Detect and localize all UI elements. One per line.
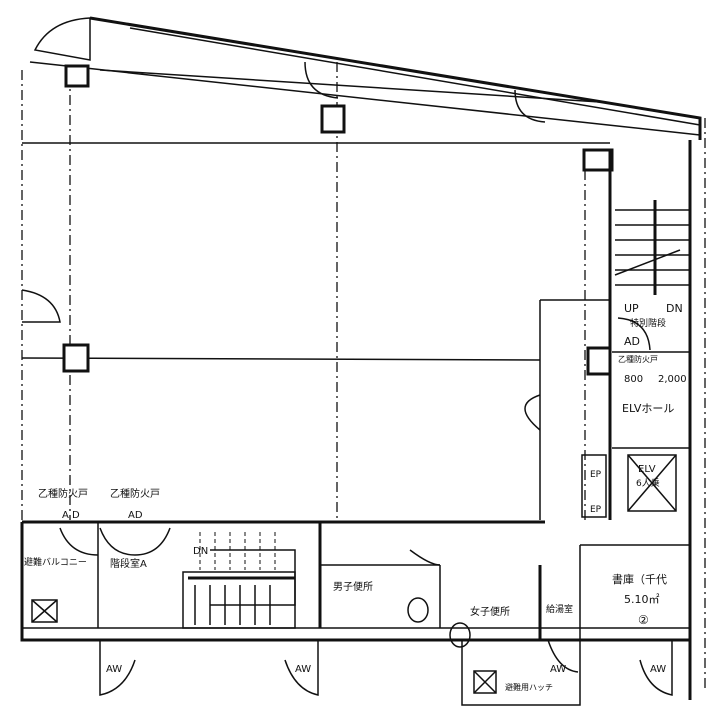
dn-label: DN [666, 302, 683, 315]
mens-toilet-label: 男子便所 [333, 580, 373, 593]
ad-label: AD [128, 510, 143, 521]
balcony-label: 避難バルコニー [24, 556, 87, 568]
aw-label: AW [550, 664, 566, 675]
exterior-walls [21, 16, 706, 700]
door-swing [617, 317, 651, 351]
fire-door-label: 乙種防火戸 [618, 354, 658, 364]
elevator: ELV 6人乗 [627, 454, 677, 512]
dimension-label: 800 [624, 374, 643, 385]
dimension-label: 2,000 [658, 374, 687, 385]
elv-hall-label: ELVホール [622, 402, 674, 415]
stair-room-label: 階段室A [110, 557, 147, 570]
fire-door-label: 乙種防火戸 [110, 487, 160, 500]
archive-number-label: ② [638, 613, 649, 627]
ep-label: EP [590, 470, 602, 480]
archive-label: 書庫（千代 [612, 572, 667, 586]
dn-label: DN [193, 546, 208, 557]
elv-label: ELV [638, 464, 656, 475]
grid-lines [21, 62, 610, 520]
elv-capacity-label: 6人乗 [636, 477, 660, 489]
door-swings [21, 61, 546, 431]
ad-label: A D [62, 510, 80, 521]
hatch-label: 避難用ハッチ [505, 682, 553, 692]
hatch-icon [31, 599, 58, 623]
archive-area-label: 5.10㎡ [624, 593, 660, 606]
up-label: UP [624, 302, 639, 315]
columns [62, 64, 614, 376]
aw-label: AW [106, 664, 122, 675]
hatch-icon [473, 670, 497, 694]
ep-label: EP [590, 505, 602, 515]
kitchenette-label: 給湯室 [546, 603, 573, 615]
special-stair [614, 200, 690, 295]
stair-a [182, 532, 296, 629]
fire-door-label: 乙種防火戸 [38, 487, 88, 500]
aw-label: AW [650, 664, 666, 675]
ad-label: AD [624, 335, 640, 348]
bottom-core: 乙種防火戸 乙種防火戸 A D AD 避難バルコニー 階段室A DN 男子便所 … [20, 487, 690, 706]
corner-door-swing [33, 17, 91, 61]
right-core: UP DN 特別階段 AD 乙種防火戸 800 2,000 ELVホール ELV… [539, 150, 690, 520]
aw-label: AW [295, 664, 311, 675]
womens-toilet-label: 女子便所 [470, 605, 510, 618]
